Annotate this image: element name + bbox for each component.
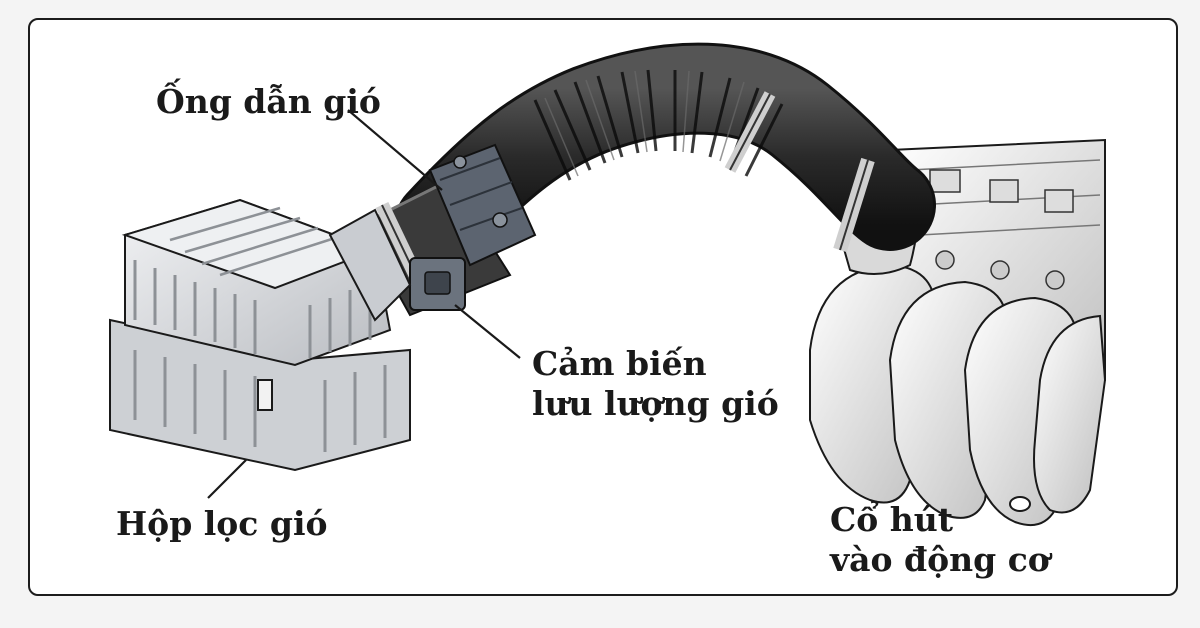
leader-sensor	[454, 304, 521, 359]
diagram-frame: Ống dẫn gió Cảm biến lưu lượng gió Hộp l…	[28, 18, 1178, 596]
label-air-duct: Ống dẫn gió	[156, 82, 381, 121]
label-maf-sensor-line1: Cảm biến	[532, 344, 707, 383]
label-air-filter-box: Hộp lọc gió	[116, 504, 328, 543]
air-hose	[394, 42, 936, 271]
air-filter-box	[109, 198, 412, 472]
leader-filter	[207, 459, 247, 499]
label-intake-line2: vào động cơ	[830, 540, 1050, 579]
label-intake-line1: Cổ hút	[830, 500, 953, 539]
maf-sensor	[409, 143, 537, 311]
label-maf-sensor: Cảm biến lưu lượng gió	[532, 344, 779, 424]
engine-intake-illustration	[109, 42, 1107, 526]
label-maf-sensor-line2: lưu lượng gió	[532, 384, 779, 423]
label-intake-manifold: Cổ hút vào động cơ	[830, 500, 1050, 580]
leader-duct	[347, 109, 443, 191]
